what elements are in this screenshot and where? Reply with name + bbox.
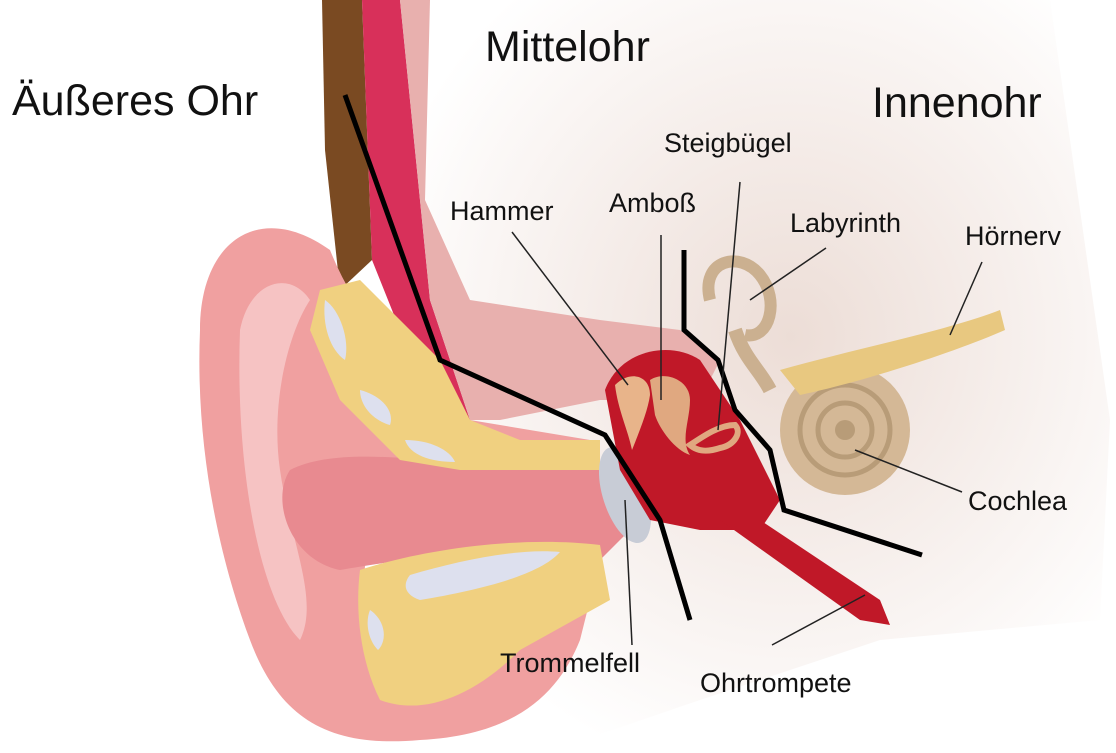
label-cochlea: Cochlea <box>968 488 1067 515</box>
label-inner-ear: Innenohr <box>872 82 1042 125</box>
label-hoernerv: Hörnerv <box>965 223 1061 250</box>
label-trommelfell: Trommelfell <box>500 650 640 677</box>
label-ohrtrompete: Ohrtrompete <box>700 670 852 697</box>
label-outer-ear: Äußeres Ohr <box>12 80 258 123</box>
label-steigbuegel: Steigbügel <box>664 130 792 157</box>
label-middle-ear: Mittelohr <box>485 26 650 69</box>
label-hammer: Hammer <box>450 198 554 225</box>
label-amboss: Amboß <box>609 190 696 217</box>
label-labyrinth: Labyrinth <box>790 210 901 237</box>
